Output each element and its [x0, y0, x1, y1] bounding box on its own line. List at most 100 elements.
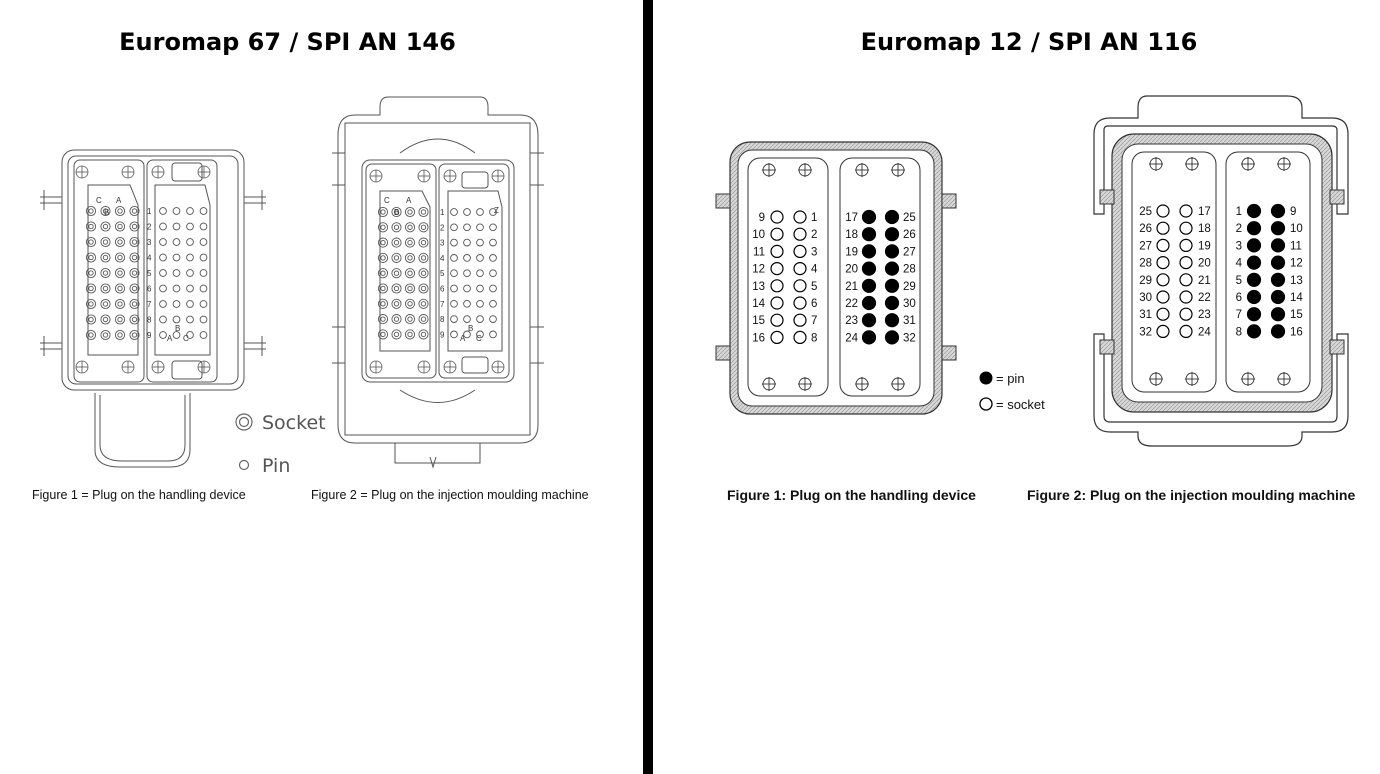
pin-contact: [884, 244, 900, 259]
socket-contact-inner: [88, 316, 94, 323]
socket-contact-inner: [131, 223, 138, 230]
socket-contact: [1179, 273, 1193, 287]
letter-c: C: [96, 196, 102, 205]
socket-contact-inner: [102, 208, 109, 214]
pin-contact: [159, 269, 167, 277]
pin-contact: [450, 269, 458, 278]
contact-number: 21: [1198, 275, 1211, 287]
socket-contact: [1179, 238, 1193, 252]
socket-contact-inner: [131, 254, 138, 261]
contact-number: 3: [811, 246, 817, 258]
contact-number: 31: [1139, 309, 1152, 321]
pin-contact: [1270, 221, 1286, 236]
pin-contact: [1270, 238, 1286, 253]
pin-contact: [450, 238, 458, 247]
pin-contact: [476, 269, 484, 278]
row-number: 7: [440, 300, 445, 309]
contact-number: 2: [1236, 223, 1242, 235]
pin-contact: [450, 284, 458, 293]
socket-contact: [100, 283, 111, 294]
pin-contact: [463, 330, 471, 339]
pin-contact: [861, 261, 877, 276]
socket-legend-label: Socket: [262, 412, 326, 434]
socket-contact-inner: [131, 301, 138, 307]
socket-contact: [377, 252, 389, 263]
socket-contact: [770, 262, 784, 276]
contact-number: 22: [845, 298, 858, 310]
pin-contact: [172, 269, 181, 277]
pin-contact: [186, 269, 194, 277]
socket-contact: [100, 205, 111, 217]
contact-number: 4: [811, 264, 818, 276]
socket-contact: [100, 298, 111, 310]
contact-number: 32: [1139, 326, 1152, 338]
contact-number: 21: [845, 281, 858, 293]
socket-contact-inner: [88, 332, 94, 338]
socket-contact-inner: [131, 239, 138, 245]
pin-contact: [172, 253, 181, 262]
pin-contact: [1270, 255, 1286, 270]
contact-number: 8: [1236, 326, 1242, 338]
right-panel-title: Euromap 12 / SPI AN 116: [860, 28, 1198, 56]
socket-contact: [129, 329, 140, 341]
letter-a-bottom: A: [460, 334, 466, 343]
socket-contact: [793, 262, 807, 276]
socket-contact-inner: [102, 239, 109, 245]
socket-contact: [793, 330, 807, 344]
socket-legend-label: = socket: [996, 397, 1045, 412]
socket-contact-inner: [102, 332, 109, 338]
pin-contact: [186, 315, 194, 324]
socket-contact: [377, 237, 389, 248]
socket-contact: [100, 314, 111, 325]
contact-number: 26: [903, 229, 916, 241]
pin-contact: [186, 207, 194, 215]
socket-contact-inner: [407, 224, 413, 230]
contact-number: 1: [1236, 206, 1242, 218]
socket-contact: [404, 252, 416, 263]
pin-contact: [463, 284, 471, 293]
row-number: 2: [147, 223, 152, 232]
contact-number: 5: [811, 281, 817, 293]
contact-number: 11: [1290, 240, 1302, 252]
contact-number: 19: [1198, 240, 1211, 252]
pin-contact: [199, 300, 208, 308]
pin-contact: [476, 254, 484, 262]
pin-contact: [1246, 272, 1262, 287]
socket-contact: [1179, 204, 1193, 218]
contact-number: 14: [1290, 292, 1303, 304]
socket-contact: [114, 267, 126, 279]
socket-contact-inner: [407, 285, 413, 292]
socket-contact-inner: [420, 285, 427, 292]
socket-contact-inner: [380, 224, 386, 230]
socket-contact: [85, 314, 97, 325]
pin-contact: [463, 269, 471, 278]
socket-contact: [1179, 290, 1193, 304]
socket-contact: [1179, 221, 1193, 235]
socket-contact-inner: [88, 285, 94, 292]
socket-contact: [391, 283, 402, 294]
pin-contact: [884, 227, 900, 242]
contact-number: 12: [752, 264, 765, 276]
row-number: 1: [147, 207, 152, 216]
pin-contact: [463, 208, 471, 216]
pin-legend-icon: [979, 371, 993, 385]
socket-contact: [1179, 256, 1193, 270]
pin-contact: [489, 238, 497, 247]
socket-contact: [404, 298, 416, 309]
pin-contact: [172, 238, 181, 246]
contact-number: 32: [903, 332, 916, 344]
socket-contact-inner: [380, 301, 386, 307]
socket-contact-inner: [407, 316, 413, 322]
pin-contact: [476, 223, 484, 232]
contact-number: 23: [845, 315, 858, 327]
pin-contact: [884, 209, 900, 225]
socket-contact-inner: [102, 301, 109, 307]
pin-contact: [1270, 289, 1286, 305]
socket-contact: [114, 314, 126, 325]
pin-contact: [199, 222, 208, 231]
row-number: 1: [440, 208, 445, 217]
contact-number: 7: [811, 315, 817, 327]
contact-number: 11: [753, 246, 765, 258]
pin-contact: [199, 269, 208, 277]
contact-number: 20: [1198, 258, 1211, 270]
